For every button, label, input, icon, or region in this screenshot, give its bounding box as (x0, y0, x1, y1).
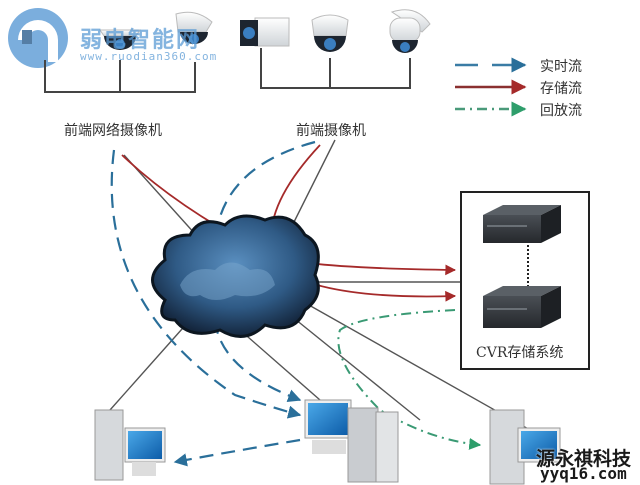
watermark-bottom-url: yyq16.com (540, 464, 627, 483)
dome-camera-icon (99, 29, 141, 50)
network-cameras-label: 前端网络摄像机 (64, 123, 162, 139)
ptz-camera-icon (389, 9, 431, 53)
dome-camera-icon (311, 14, 349, 52)
watermark-url: www.ruodian360.com (80, 50, 218, 63)
left-camera-bus (44, 60, 196, 93)
playback-flow-lines (337, 309, 482, 450)
watermark-bottom-title: 源永祺科技 (536, 448, 632, 470)
box-camera-icon (240, 17, 290, 47)
cvr-label: CVR存储系统 (476, 345, 564, 361)
legend-storage-label: 存储流 (540, 81, 582, 97)
ptz-camera-icon (175, 11, 213, 44)
client-pc-icon (304, 399, 399, 483)
legend-playback-label: 回放流 (540, 103, 582, 119)
front-cameras-label: 前端摄像机 (296, 123, 366, 139)
legend-realtime-label: 实时流 (540, 59, 582, 75)
right-camera-bus (260, 48, 411, 89)
watermark-title: 弱电智能网 (80, 28, 201, 53)
client-pc-icon (94, 409, 166, 481)
client-pc-icon (489, 409, 561, 485)
logo-icon (8, 8, 68, 68)
network-cloud-icon (151, 214, 320, 338)
